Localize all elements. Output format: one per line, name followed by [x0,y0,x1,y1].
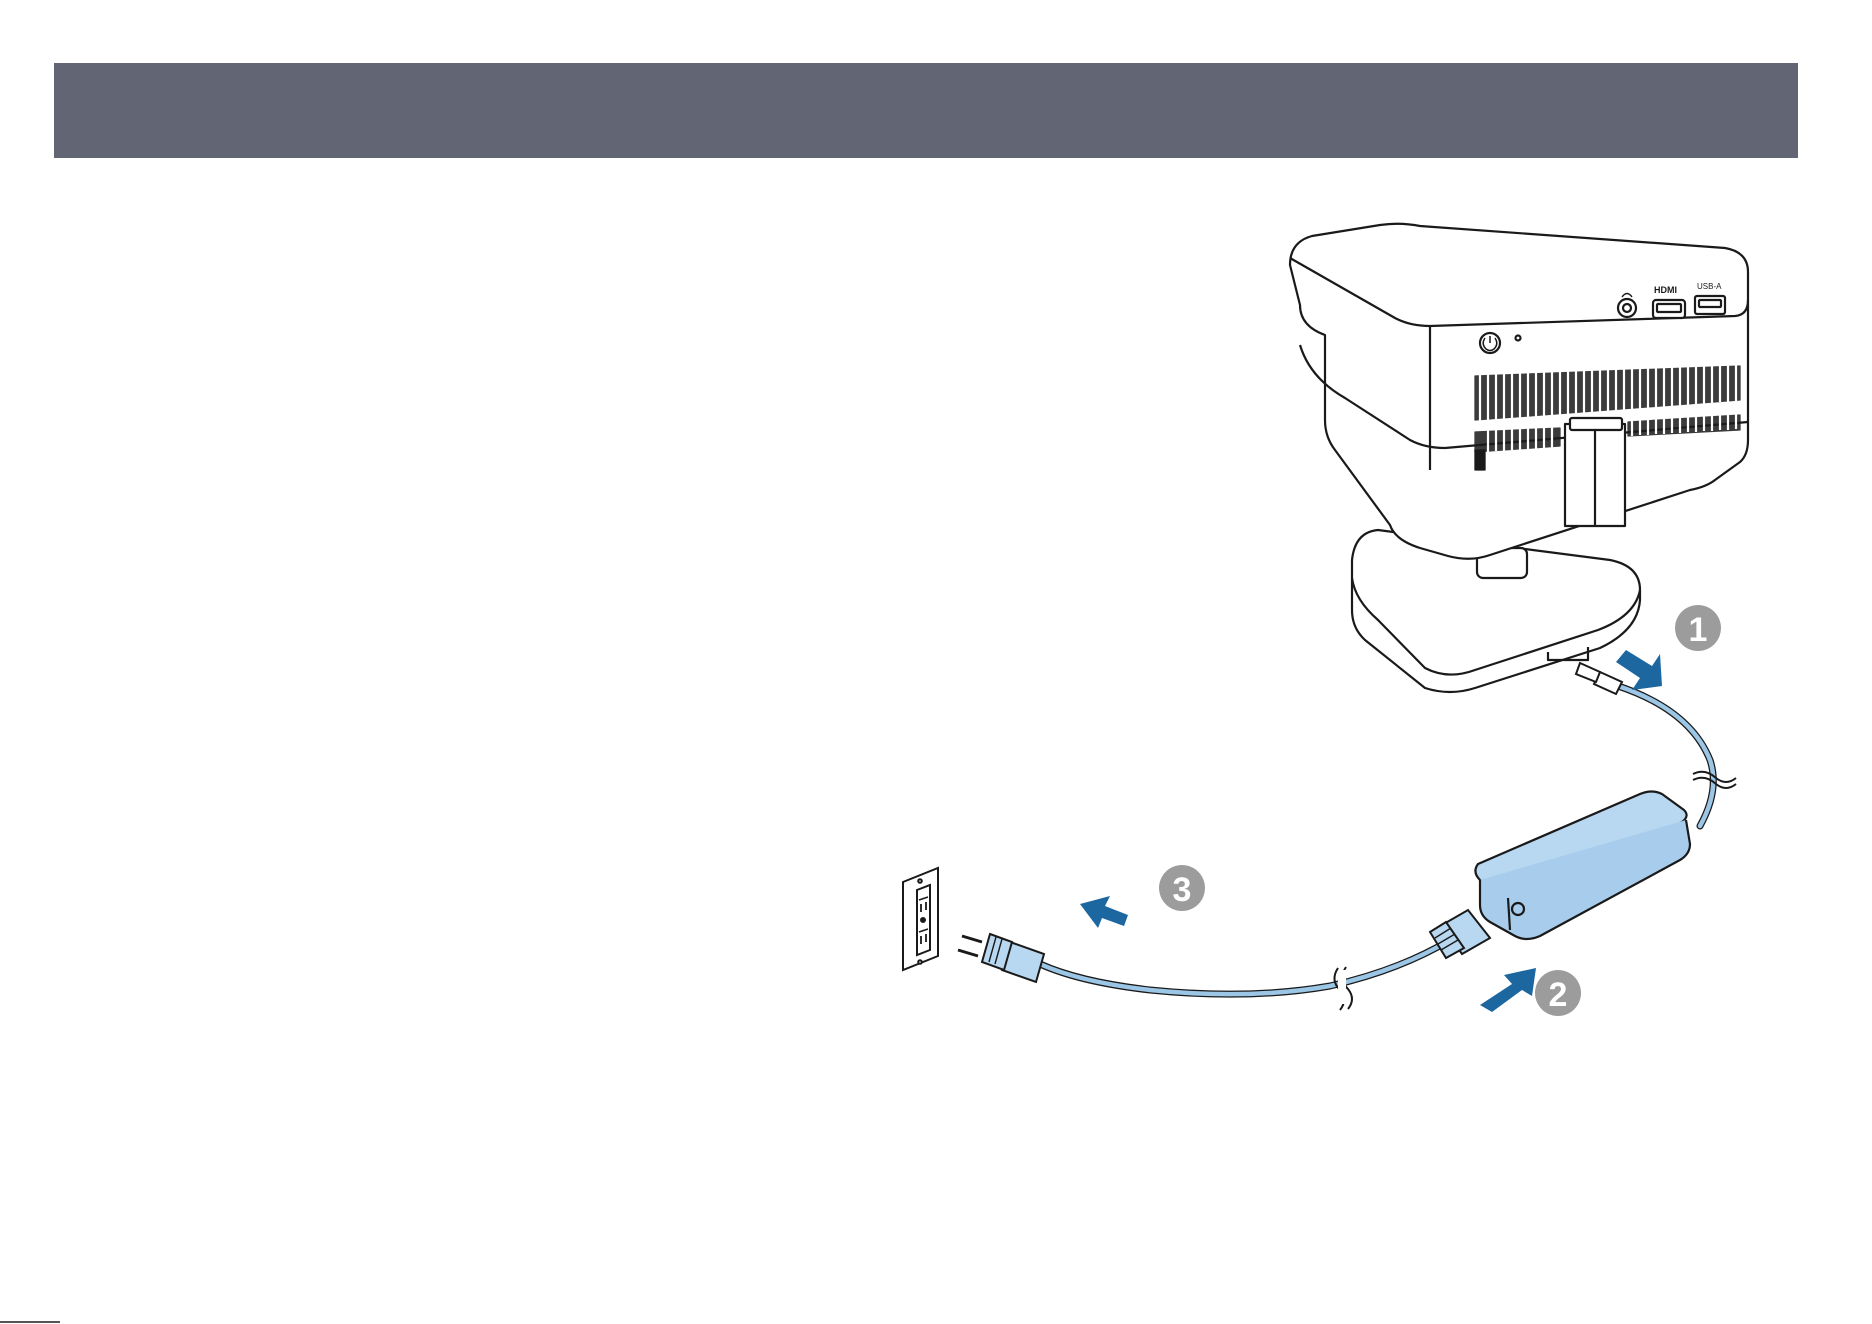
svg-text:1: 1 [1689,611,1708,649]
wall-outlet [903,868,938,970]
svg-text:2: 2 [1549,976,1568,1014]
footer-rule [0,1321,60,1323]
usb-label: USB-A [1697,282,1722,291]
svg-text:3: 3 [1173,871,1192,909]
step-badge-3: 3 [1159,865,1205,911]
ac-adapter [1475,792,1690,940]
ac-cable [958,910,1490,1010]
step-badge-2: 2 [1535,970,1581,1016]
arrow-step-3 [1080,896,1128,928]
hdmi-label: HDMI [1654,285,1677,295]
arrow-step-2 [1480,968,1536,1012]
step-badge-1: 1 [1675,605,1721,651]
